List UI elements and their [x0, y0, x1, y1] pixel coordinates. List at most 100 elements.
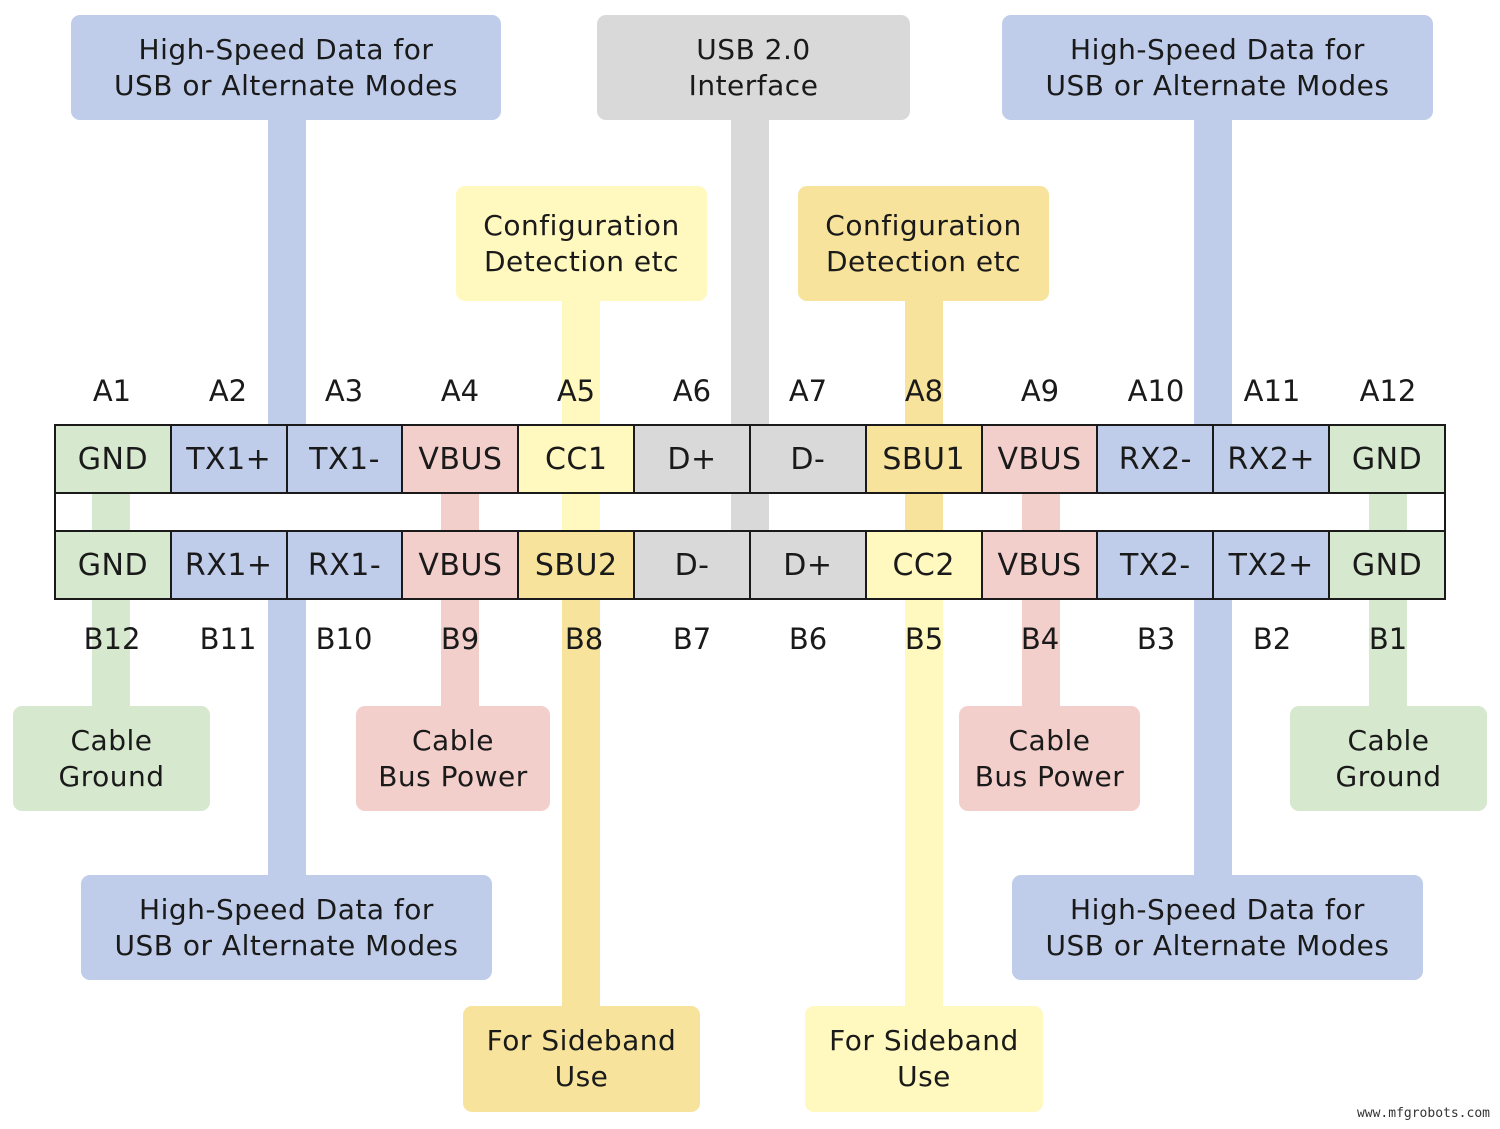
connector-bar-cc2-bottom	[905, 598, 943, 1010]
pin-a7: D-	[750, 426, 867, 492]
callout-line: USB or Alternate Modes	[114, 68, 458, 102]
pin-label-a7: A7	[788, 374, 828, 408]
callout-line: For Sideband	[486, 1024, 677, 1057]
callout-high-speed-data-bottom-right: High-Speed Data for USB or Alternate Mod…	[1012, 875, 1423, 980]
callout-usb2-interface: USB 2.0 Interface	[597, 15, 910, 120]
pin-a4: VBUS	[403, 426, 520, 492]
pin-label-b10: B10	[315, 622, 373, 656]
pin-a9: VBUS	[982, 426, 1099, 492]
pin-a2: TX1+	[171, 426, 288, 492]
callout-high-speed-data-bottom-left: High-Speed Data for USB or Alternate Mod…	[81, 875, 492, 980]
pin-label-b3: B3	[1136, 622, 1176, 656]
pin-b9: VBUS	[403, 532, 520, 598]
pin-label-a1: A1	[92, 374, 132, 408]
connector-bar-sbu2-bottom	[562, 598, 600, 1010]
pin-b10: RX1-	[287, 532, 404, 598]
pin-b5: CC2	[866, 532, 983, 598]
callout-line: Cable	[412, 723, 494, 757]
pin-label-b4: B4	[1020, 622, 1060, 656]
callout-configuration-detection-sbu1: Configuration Detection etc	[798, 186, 1049, 301]
connector-bar-tx1-top	[268, 120, 306, 430]
connector-bar-gnd-left	[92, 490, 130, 710]
pin-label-a2: A2	[208, 374, 248, 408]
callout-high-speed-data-top-right: High-Speed Data for USB or Alternate Mod…	[1002, 15, 1433, 120]
pin-b12: GND	[56, 532, 172, 598]
pin-a11: RX2+	[1214, 426, 1331, 492]
callout-line: Cable	[1347, 723, 1430, 757]
pin-label-b11: B11	[199, 622, 257, 656]
callout-line: For Sideband	[829, 1024, 1019, 1057]
pin-label-b6: B6	[788, 622, 828, 656]
callout-line: Bus Power	[378, 759, 528, 793]
pin-b6: D+	[750, 532, 867, 598]
pin-label-a4: A4	[440, 374, 480, 408]
connector-bar-gnd-right	[1369, 490, 1407, 710]
callout-line: High-Speed Data for	[139, 892, 434, 926]
callout-line: High-Speed Data for	[1070, 892, 1365, 926]
callout-line: Use	[897, 1060, 951, 1093]
pin-a10: RX2-	[1098, 426, 1215, 492]
pin-b1: GND	[1330, 532, 1444, 598]
pin-label-a12: A12	[1359, 374, 1417, 408]
callout-line: Cable	[70, 723, 153, 757]
pin-label-a10: A10	[1127, 374, 1185, 408]
callout-cable-bus-power-right: Cable Bus Power	[959, 706, 1140, 811]
pin-a3: TX1-	[287, 426, 404, 492]
callout-cable-ground-left: Cable Ground	[13, 706, 210, 811]
pin-label-b8: B8	[564, 622, 604, 656]
pin-a1: GND	[56, 426, 172, 492]
pin-label-a6: A6	[672, 374, 712, 408]
connector-bar-rx1-bottom	[268, 598, 306, 880]
connector-bar-vbus-right	[1022, 490, 1060, 710]
callout-line: Configuration	[825, 208, 1022, 242]
callout-line: USB or Alternate Modes	[1045, 928, 1390, 962]
callout-sideband-use-sbu2: For Sideband Use	[463, 1006, 700, 1112]
pin-row-a: GND TX1+ TX1- VBUS CC1 D+ D- SBU1 VBUS R…	[54, 424, 1446, 494]
callout-cable-ground-right: Cable Ground	[1290, 706, 1487, 811]
pin-label-b9: B9	[440, 622, 480, 656]
callout-sideband-use-cc2: For Sideband Use	[805, 1006, 1043, 1112]
pin-a12: GND	[1330, 426, 1444, 492]
callout-line: USB 2.0	[696, 32, 811, 66]
pin-b7: D-	[635, 532, 751, 598]
callout-line: Ground	[58, 759, 165, 793]
pin-b11: RX1+	[171, 532, 288, 598]
callout-line: Interface	[688, 68, 819, 102]
connector-bar-tx2-bottom	[1194, 598, 1232, 880]
pin-label-a9: A9	[1020, 374, 1060, 408]
pin-row-b: GND RX1+ RX1- VBUS SBU2 D- D+ CC2 VBUS T…	[54, 530, 1446, 600]
callout-line: Detection etc	[483, 244, 680, 278]
callout-high-speed-data-top-left: High-Speed Data for USB or Alternate Mod…	[71, 15, 501, 120]
connector-bar-vbus-left	[441, 490, 479, 710]
callout-line: Detection etc	[825, 244, 1022, 278]
connector-bar-rx2-top	[1194, 120, 1232, 430]
connector-middle-strip	[54, 492, 1446, 532]
pin-label-a8: A8	[904, 374, 944, 408]
pin-b8: SBU2	[519, 532, 636, 598]
callout-line: High-Speed Data for	[1070, 32, 1365, 66]
callout-line: USB or Alternate Modes	[1045, 68, 1390, 102]
pin-b2: TX2+	[1214, 532, 1331, 598]
callout-line: Bus Power	[974, 759, 1125, 793]
watermark-text: www.mfgrobots.com	[1356, 1106, 1490, 1121]
callout-cable-bus-power-left: Cable Bus Power	[356, 706, 550, 811]
pin-label-b7: B7	[672, 622, 712, 656]
callout-line: USB or Alternate Modes	[114, 928, 459, 962]
pin-a8: SBU1	[866, 426, 983, 492]
pin-label-a3: A3	[324, 374, 364, 408]
callout-line: Use	[554, 1060, 609, 1093]
pin-label-b2: B2	[1252, 622, 1292, 656]
pin-b3: TX2-	[1098, 532, 1215, 598]
pin-label-a5: A5	[556, 374, 596, 408]
callout-line: Configuration	[483, 208, 680, 242]
pin-a6: D+	[635, 426, 751, 492]
callout-line: High-Speed Data for	[138, 32, 434, 66]
pin-label-b1: B1	[1368, 622, 1408, 656]
pin-a5: CC1	[519, 426, 636, 492]
pin-label-b5: B5	[904, 622, 944, 656]
callout-line: Cable	[1008, 723, 1091, 757]
callout-line: Ground	[1335, 759, 1442, 793]
callout-configuration-detection-cc1: Configuration Detection etc	[456, 186, 707, 301]
pin-label-a11: A11	[1243, 374, 1301, 408]
